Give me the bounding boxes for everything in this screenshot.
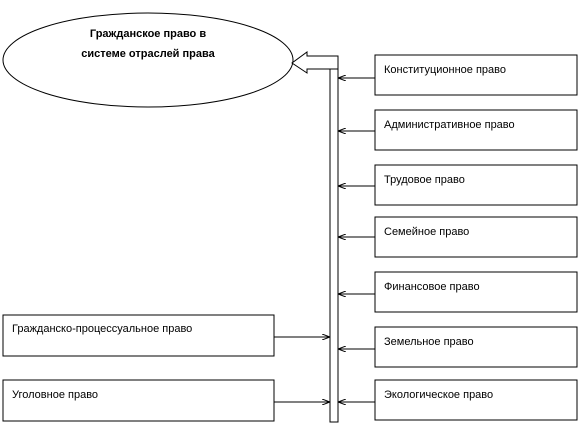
central-title-line2: системе отраслей права: [81, 48, 215, 60]
branch-label-constitutional: Конституционное право: [384, 64, 506, 76]
branch-label-labor: Трудовое право: [384, 174, 465, 186]
box-left-0: [2, 314, 275, 357]
central-ellipse: [2, 12, 294, 108]
collector-bar: [329, 61, 339, 423]
branch-label-criminal: Уголовное право: [12, 389, 99, 401]
branch-label-civil-procedure: Гражданско-процессуальное право: [12, 323, 193, 335]
branch-label-land: Земельное право: [384, 336, 474, 348]
box-right-6: [374, 379, 578, 421]
block-arrow: [291, 51, 339, 74]
box-right-0: [374, 54, 578, 96]
box-right-1: [374, 109, 578, 151]
branch-label-financial: Финансовое право: [384, 281, 480, 293]
branch-label-ecological: Экологическое право: [384, 389, 494, 401]
box-left-1: [2, 379, 275, 422]
central-title-line1: Гражданское право в: [89, 28, 207, 40]
box-right-4: [374, 271, 578, 313]
box-right-2: [374, 164, 578, 206]
branch-label-administrative: Административное право: [384, 119, 515, 131]
branch-label-family: Семейное право: [384, 226, 470, 238]
box-right-3: [374, 216, 578, 258]
box-right-5: [374, 326, 578, 368]
